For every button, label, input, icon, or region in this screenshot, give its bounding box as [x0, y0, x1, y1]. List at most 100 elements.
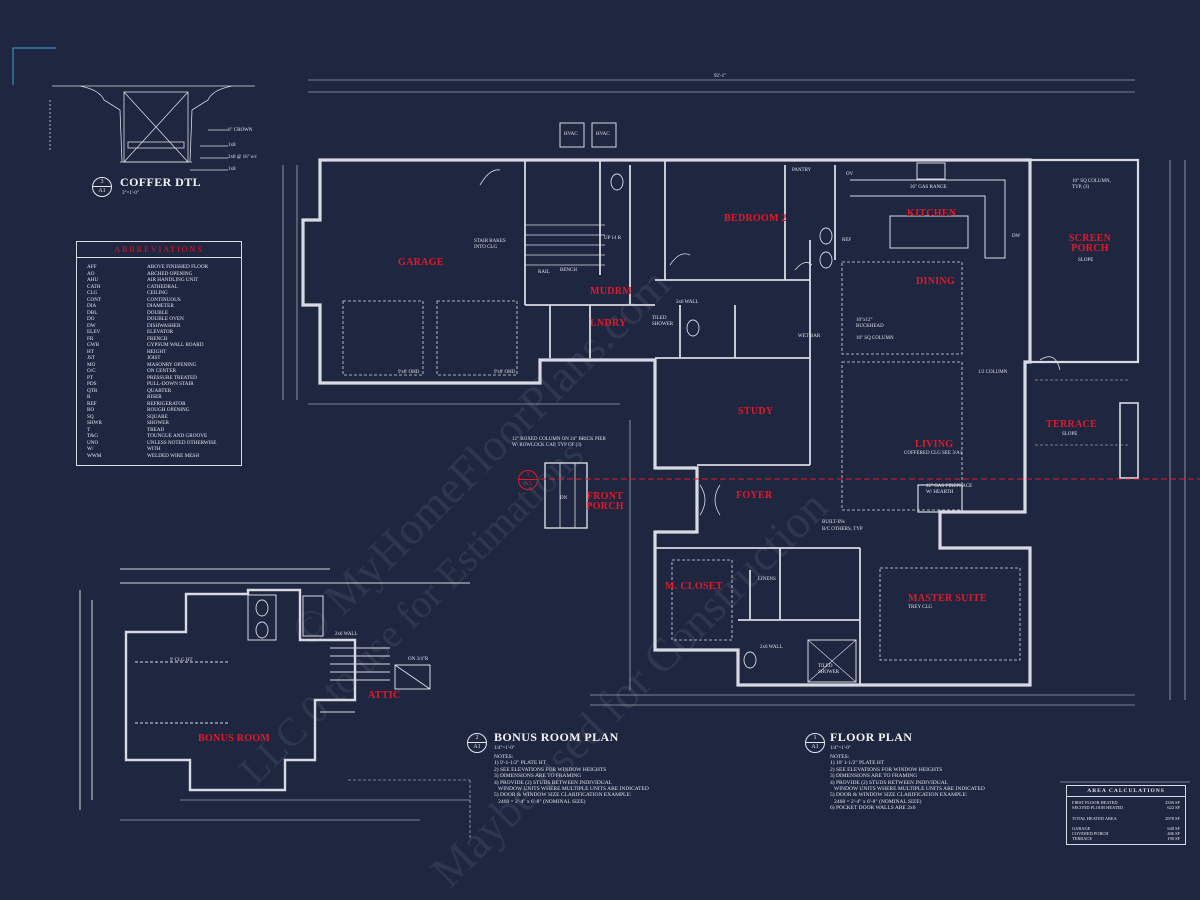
abbreviation-meaning: CONTINUOUS	[147, 296, 181, 303]
abbreviation-key: MO	[87, 361, 96, 368]
coffer-board-label-1: 1x8	[228, 143, 236, 148]
main-floor-plan-drawing	[255, 79, 1200, 706]
plan-note-line: 5) DOOR & WINDOW SIZE CLARIFICATION EXAM…	[830, 792, 968, 799]
garage-door-label-2: 9'x8' OHD	[494, 370, 516, 375]
abbreviation-key: UNO	[87, 439, 99, 446]
area-row-value: 2978 SF	[1165, 815, 1180, 821]
master-wall-label: 2x6 WALL	[760, 645, 783, 650]
boxed-column-callout: 12" BOXED COLUMN ON 24" BRICK PIER W/ RO…	[512, 437, 606, 449]
area-row-value: 640 SF	[1167, 826, 1180, 832]
abbreviation-key: AFF	[87, 264, 97, 270]
screen-porch-slope-label: SLOPE	[1078, 258, 1094, 263]
plan-note-line: 1) 9'-1-1/2" PLATE HT	[494, 760, 546, 767]
master-shower-label: TILED SHOWER	[818, 664, 840, 675]
abbreviation-meaning: JOIST	[147, 355, 161, 361]
coffer-detail-number: 3	[93, 178, 111, 187]
plan-note-line: 2) SEE ELEVATIONS FOR WINDOW HEIGHTS	[830, 766, 943, 773]
abbreviation-key: CLG	[87, 290, 98, 296]
abbreviation-meaning: SQUARE	[147, 413, 168, 420]
hvac-label-2: HVAC	[596, 132, 610, 137]
room-label-screen-porch: SCREEN PORCH	[1068, 233, 1112, 254]
plan-note-line: 2468 = 2'-4" x 6'-8" (NOMINAL SIZE)	[830, 798, 922, 805]
room-label-garage: GARAGE	[398, 257, 444, 268]
section-cut-tag: 1 A5	[518, 470, 538, 490]
half-column-label: 1/2 COLUMN	[978, 370, 1008, 375]
abbreviation-meaning: WITH	[147, 446, 161, 452]
abbreviation-key: DW	[87, 322, 96, 329]
sheet-corner-mark	[12, 47, 56, 85]
coffer-detail-drawing	[49, 85, 255, 171]
area-row-value: 406 SF	[1167, 831, 1180, 837]
area-row-label: TOTAL HEATED AREA	[1072, 815, 1117, 821]
room-label-study: STUDY	[738, 406, 774, 417]
abbreviation-meaning: ROUGH OPENING	[147, 407, 190, 413]
area-row-value: 622 SF	[1167, 805, 1180, 811]
linens-label: LINENS	[758, 577, 776, 582]
floor-plan-tag: 1 A1	[805, 733, 825, 753]
abbreviation-key: DBL	[87, 309, 98, 316]
abbreviation-meaning: ELEVATOR	[147, 329, 174, 335]
abbreviation-meaning: DOUBLE OVEN	[147, 316, 184, 322]
bench-label: BENCH	[560, 268, 577, 273]
floor-plan-title: FLOOR PLAN	[830, 730, 913, 744]
room-label-foyer: FOYER	[736, 490, 773, 501]
abbreviation-meaning: MASONRY OPENING	[147, 361, 197, 368]
bonus-ceiling-height-label: 9' CLG HT	[170, 658, 193, 663]
hvac-label-1: HVAC	[564, 132, 578, 137]
bonus-plan-tag: 2 A1	[467, 733, 487, 753]
abbreviation-key: WWM	[87, 452, 102, 459]
porch-stair-down-label: DN	[560, 496, 568, 501]
refrigerator-label: REF	[842, 238, 852, 243]
room-label-terrace: TERRACE	[1046, 419, 1097, 430]
abbreviation-meaning: HEIGHT	[147, 348, 167, 355]
abbreviation-meaning: PULL-DOWN STAIR	[147, 381, 194, 387]
abbreviation-key: RO	[87, 407, 95, 413]
trey-ceiling-label: TREY CLG	[908, 605, 933, 610]
abbreviation-row: DW DISHWASHER	[87, 323, 241, 330]
area-row: TOTAL HEATED AREA 2978 SF	[1067, 816, 1185, 821]
abbreviation-meaning: ARCHED OPENING	[147, 270, 193, 277]
area-row-value: 2356 SF	[1165, 800, 1180, 805]
abbreviation-key: SQ	[87, 413, 94, 420]
bonus-plan-scale: 1/4"=1'-0"	[494, 746, 515, 751]
abbreviation-meaning: PRESSURE TREATED	[147, 374, 197, 381]
plan-note-line: 4) PROVIDE (2) STUDS BETWEEN INDIVIDUAL	[830, 779, 949, 786]
room-label-living: LIVING	[915, 439, 954, 450]
abbreviation-meaning: CATHEDRAL	[147, 283, 178, 290]
abbreviation-row: W/WITH	[87, 446, 241, 453]
abbreviation-meaning: DISHWASHER	[147, 322, 181, 329]
abbreviation-meaning: QUARTER	[147, 387, 172, 394]
garage-door-label-1: 9'x8' OHD	[398, 370, 420, 375]
area-row-value: 190 SF	[1167, 836, 1180, 842]
plan-note-line: NOTES:	[494, 754, 514, 760]
abbreviation-row: CATH CATHEDRAL	[87, 284, 241, 291]
gas-fireplace-label: 42" GAS FIREPLACE W/ HEARTH	[926, 484, 973, 495]
abbreviation-key: DIA	[87, 303, 97, 309]
room-label-mudroom: MUDRM	[590, 286, 633, 297]
abbreviation-key: SHWR	[87, 420, 102, 426]
built-ins-note-label: B/C OTHERS, TYP	[822, 527, 863, 532]
buckhead-label: 10"x12" BUCKHEAD	[856, 318, 884, 330]
sq-column-label: 10" SQ COLUMN	[856, 336, 894, 341]
plan-note-line: 3) DIMENSIONS ARE TO FRAMING	[494, 773, 582, 780]
abbreviation-key: CATH	[87, 283, 101, 290]
oven-label: OV	[846, 172, 854, 177]
plan-note-line: 6) POCKET DOOR WALLS ARE 2x6	[830, 805, 916, 812]
